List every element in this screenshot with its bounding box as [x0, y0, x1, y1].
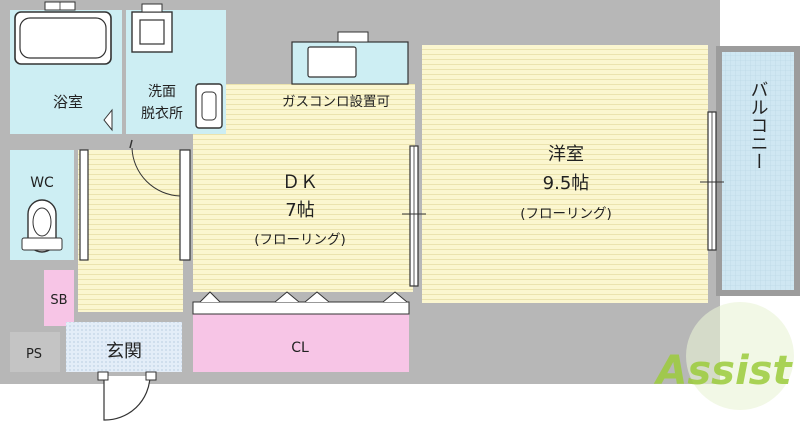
- kitchen-floor: [235, 84, 415, 150]
- logo-text: Assist: [653, 348, 793, 394]
- label-balcony: バルコニー: [748, 80, 769, 170]
- closet: [192, 291, 410, 372]
- sb-storage: [44, 270, 74, 326]
- label-dk-3: (フローリング): [254, 232, 346, 248]
- western-room-floor: [422, 45, 708, 303]
- entrance: [66, 322, 182, 372]
- washroom: [126, 3, 226, 134]
- label-washroom-2: 脱衣所: [141, 106, 183, 122]
- label-gas-note: ガスコンロ設置可: [282, 94, 390, 110]
- balcony: [716, 46, 800, 296]
- label-wc: WC: [30, 175, 54, 191]
- label-western-3: (フローリング): [520, 206, 612, 222]
- bath: [10, 1, 122, 134]
- label-dk-1: ＤＫ: [282, 172, 318, 193]
- label-closet: CL: [291, 340, 309, 356]
- kitchen-counter: [291, 31, 409, 85]
- label-washroom-1: 洗面: [148, 84, 176, 100]
- label-western-2: 9.5帖: [543, 173, 590, 194]
- wc-room: [10, 150, 74, 260]
- label-bath: 浴室: [53, 93, 83, 111]
- doors: [79, 111, 724, 421]
- label-dk-2: 7帖: [285, 200, 314, 221]
- label-entrance: 玄関: [106, 341, 142, 362]
- label-western-1: 洋室: [548, 144, 584, 165]
- label-ps: PS: [26, 347, 42, 362]
- assist-logo: Assist: [653, 302, 794, 410]
- ps-space: [10, 332, 60, 372]
- hallway-floor: [78, 150, 183, 312]
- label-sb: SB: [50, 293, 67, 308]
